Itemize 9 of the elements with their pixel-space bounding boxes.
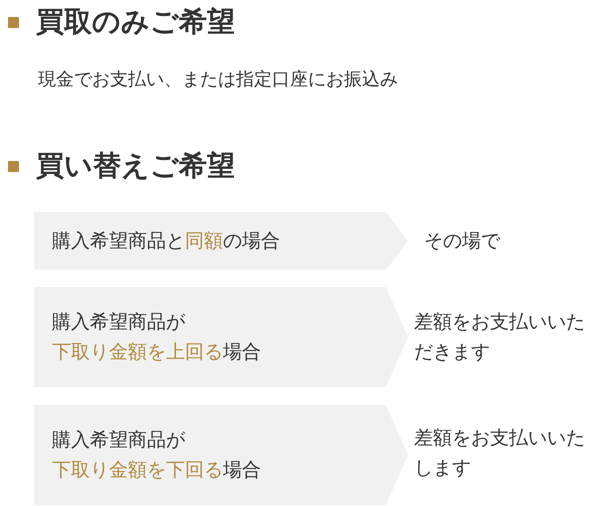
box-label: 購入希望商品が下取り金額を上回る場合 [52, 310, 261, 365]
description-text: 現金でお支払い、または指定口座にお振込み [38, 68, 398, 92]
box-label: 購入希望商品と同額の場合 [52, 229, 280, 254]
result-text: その場で [424, 229, 502, 254]
result-text: 差額をお支払いいただきます [414, 310, 586, 365]
box-label: 購入希望商品が下取り金額を下回る場合 [52, 428, 261, 483]
section-heading: 買取のみご希望 [36, 4, 235, 40]
result-text: 差額をお支払いいたします [414, 426, 586, 481]
section-heading: 買い替えご希望 [36, 148, 235, 184]
